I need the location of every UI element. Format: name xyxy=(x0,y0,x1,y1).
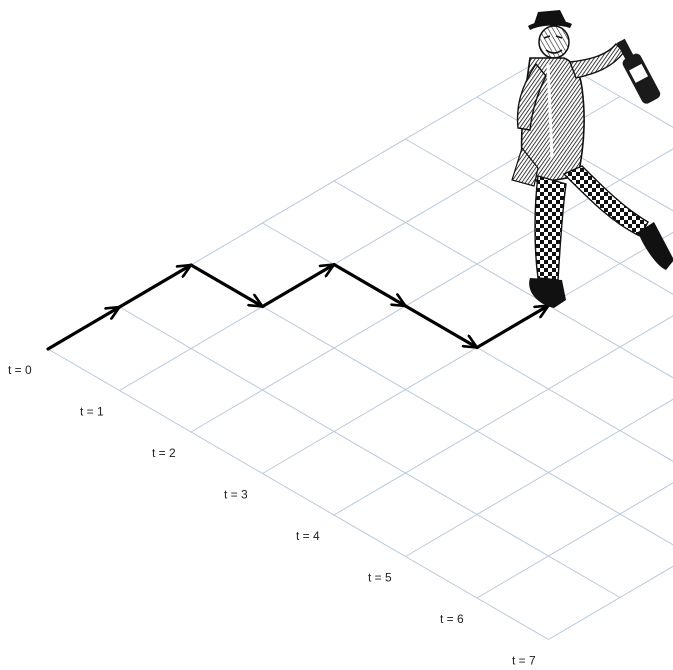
grid-line xyxy=(48,349,549,640)
time-label: t = 3 xyxy=(224,488,248,502)
grid-line xyxy=(263,223,673,514)
time-label: t = 2 xyxy=(152,446,176,460)
time-label: t = 6 xyxy=(440,612,464,626)
time-label: t = 1 xyxy=(80,405,104,419)
time-label: t = 5 xyxy=(368,571,392,585)
walk-step-arrow xyxy=(406,306,478,348)
walk-path xyxy=(48,265,549,350)
time-label: t = 4 xyxy=(296,529,320,543)
drunkard-illustration xyxy=(512,10,673,308)
walk-step-arrow xyxy=(477,306,549,348)
time-label: t = 0 xyxy=(8,363,32,377)
walk-step-arrow xyxy=(48,307,120,349)
walk-step-arrow xyxy=(120,265,192,307)
grid-line xyxy=(406,263,673,557)
walk-step-arrow xyxy=(191,265,263,307)
walk-step-arrow xyxy=(263,265,335,307)
time-labels: t = 0 t = 1 t = 2 t = 3 t = 4 t = 5 t = 6 t = 7 xyxy=(8,363,536,668)
grid-line xyxy=(263,180,673,474)
time-label: t = 7 xyxy=(512,654,536,668)
grid-line xyxy=(191,265,673,556)
grid-line xyxy=(477,304,673,598)
grid-line xyxy=(191,138,673,432)
grid-line xyxy=(120,307,621,598)
walk-step-arrow xyxy=(334,265,406,307)
grid-line xyxy=(549,346,673,640)
